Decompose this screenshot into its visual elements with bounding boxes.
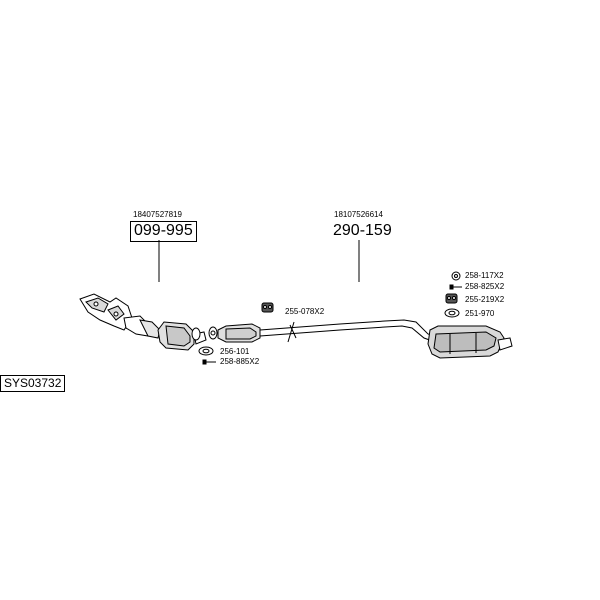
system-code: SYS03732 (0, 375, 66, 392)
oem-number-front: 18407527819 (133, 210, 182, 219)
gasket-ring-icon (444, 308, 460, 318)
front-flange-pair (191, 326, 218, 341)
rubber-hanger-icon (261, 302, 274, 313)
oem-number-rear: 18107526614 (334, 210, 383, 219)
accessory-label[interactable]: 258-885X2 (220, 357, 260, 366)
gasket-ring-icon (198, 346, 214, 356)
rubber-hanger-icon (445, 293, 458, 304)
accessory-label[interactable]: 255-219X2 (465, 295, 505, 304)
part-number-front[interactable]: 099-995 (130, 221, 197, 242)
accessory-label[interactable]: 258-825X2 (465, 282, 505, 291)
accessory-label[interactable]: 255-078X2 (285, 307, 325, 316)
nut-icon (451, 271, 461, 281)
accessory-label[interactable]: 256-101 (220, 347, 250, 356)
accessory-label[interactable]: 258-117X2 (465, 271, 504, 280)
bolt-icon (202, 359, 216, 365)
catalytic-converter (157, 321, 207, 351)
part-number-rear[interactable]: 290-159 (333, 222, 392, 239)
middle-silencer (217, 323, 261, 343)
intermediate-pipe (259, 319, 441, 344)
rear-silencer (427, 325, 513, 359)
accessory-label[interactable]: 251-970 (465, 309, 495, 318)
bolt-icon (449, 284, 462, 290)
exhaust-manifold (79, 293, 161, 339)
